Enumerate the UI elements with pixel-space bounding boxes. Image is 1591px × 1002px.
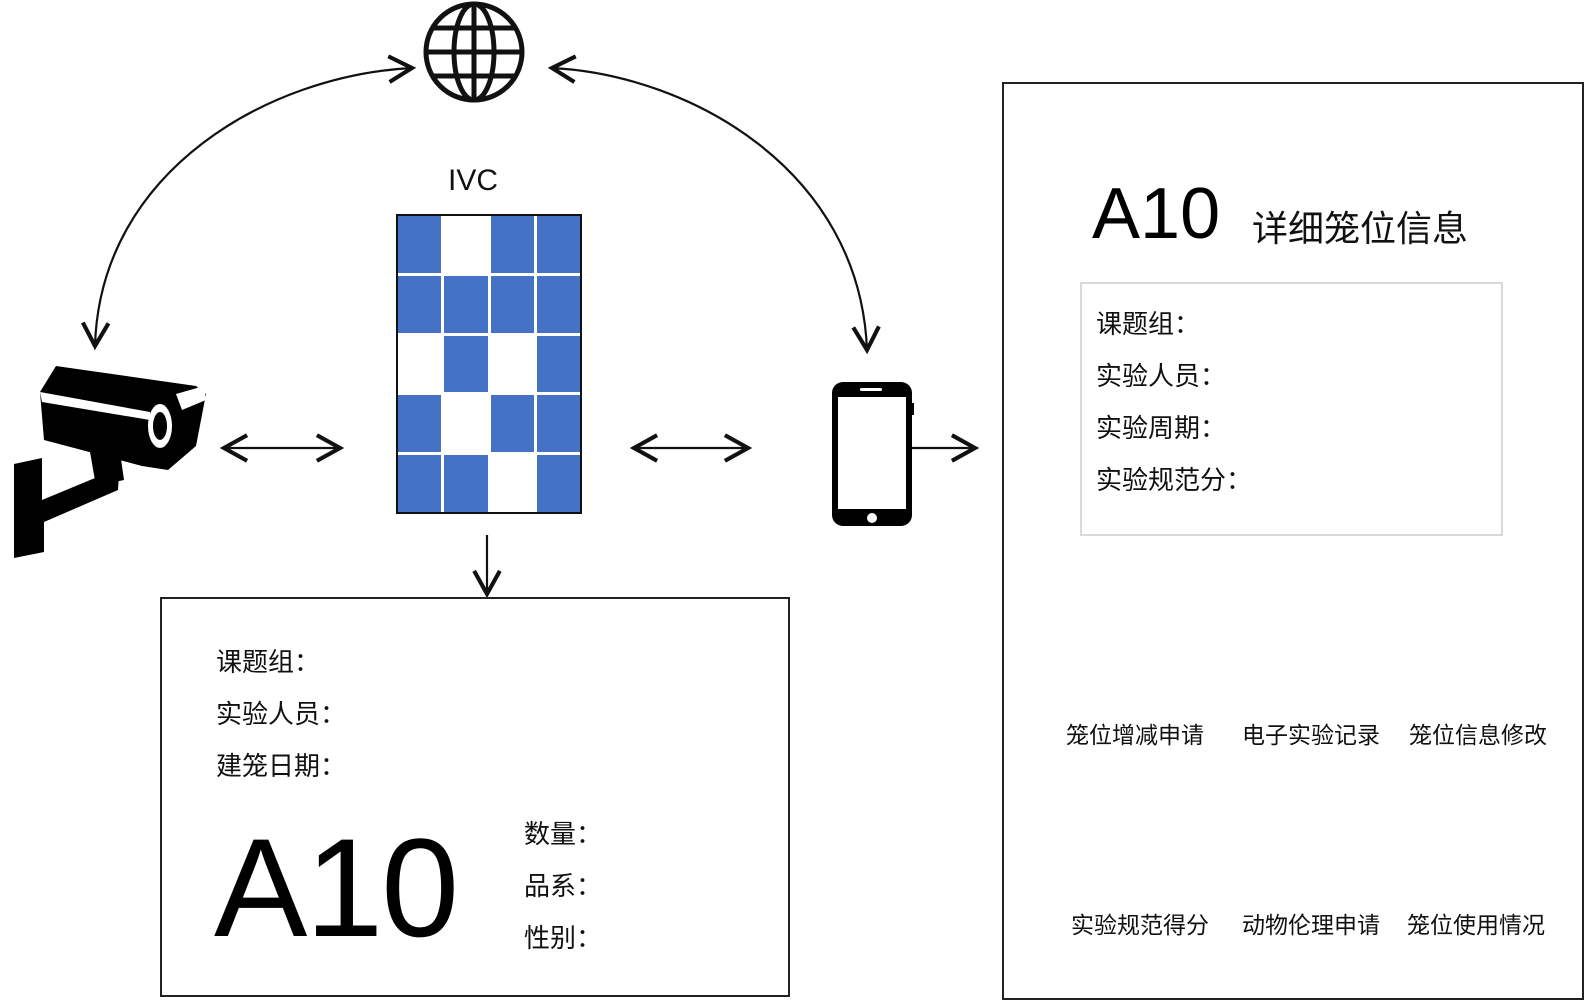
panel-field-score: 实验规范分： bbox=[1096, 466, 1253, 496]
ivc-cage-slot[interactable] bbox=[490, 455, 534, 512]
ivc-cage-slot[interactable] bbox=[444, 455, 488, 512]
card-field-date: 建笼日期： bbox=[216, 752, 347, 782]
ivc-cage-slot[interactable] bbox=[490, 216, 534, 273]
ivc-cage-slot[interactable] bbox=[398, 335, 442, 393]
action-cage-usage[interactable]: 笼位使用情况 bbox=[1407, 913, 1545, 939]
ivc-cage-slot[interactable] bbox=[444, 335, 488, 393]
ivc-cage-slot[interactable] bbox=[536, 395, 580, 453]
ivc-cage-slot[interactable] bbox=[444, 395, 488, 453]
ivc-cage-slot[interactable] bbox=[398, 216, 442, 273]
globe-icon bbox=[423, 1, 525, 103]
ivc-cage-slot[interactable] bbox=[536, 335, 580, 393]
card-field-researcher: 实验人员： bbox=[216, 700, 347, 730]
ivc-label: IVC bbox=[448, 164, 499, 197]
card-field-quantity: 数量： bbox=[524, 820, 603, 850]
ivc-cage-slot[interactable] bbox=[490, 395, 534, 453]
action-electronic-record[interactable]: 电子实验记录 bbox=[1242, 723, 1380, 749]
arc-phone-globe bbox=[547, 54, 881, 355]
ivc-cage-slot[interactable] bbox=[444, 216, 488, 273]
panel-field-period: 实验周期： bbox=[1096, 414, 1227, 444]
action-ethics-application[interactable]: 动物伦理申请 bbox=[1242, 913, 1380, 939]
panel-field-researcher: 实验人员： bbox=[1096, 362, 1227, 392]
security-camera-icon bbox=[14, 366, 206, 558]
panel-info-box bbox=[1080, 282, 1503, 536]
ivc-rack-grid bbox=[396, 214, 582, 514]
panel-cage-id: A10 bbox=[1092, 174, 1221, 254]
action-cage-info-edit[interactable]: 笼位信息修改 bbox=[1409, 723, 1547, 749]
card-cage-id: A10 bbox=[214, 809, 459, 966]
action-compliance-score[interactable]: 实验规范得分 bbox=[1071, 913, 1209, 939]
arc-camera-globe bbox=[81, 54, 417, 351]
panel-field-group: 课题组： bbox=[1096, 310, 1201, 340]
ivc-cage-slot[interactable] bbox=[490, 335, 534, 393]
ivc-cage-slot[interactable] bbox=[398, 395, 442, 453]
ivc-cage-slot[interactable] bbox=[536, 455, 580, 512]
action-cage-change-request[interactable]: 笼位增减申请 bbox=[1066, 723, 1204, 749]
ivc-cage-slot[interactable] bbox=[490, 275, 534, 333]
cage-label-card bbox=[160, 597, 790, 997]
card-field-sex: 性别： bbox=[524, 924, 603, 954]
panel-title: 详细笼位信息 bbox=[1252, 209, 1469, 250]
ivc-cage-slot[interactable] bbox=[536, 216, 580, 273]
ivc-cage-slot[interactable] bbox=[398, 275, 442, 333]
ivc-cage-slot[interactable] bbox=[536, 275, 580, 333]
ivc-cage-slot[interactable] bbox=[398, 455, 442, 512]
ivc-cage-slot[interactable] bbox=[444, 275, 488, 333]
card-field-strain: 品系： bbox=[524, 872, 603, 902]
card-field-group: 课题组： bbox=[216, 648, 321, 678]
smartphone-icon bbox=[832, 382, 914, 526]
detail-panel bbox=[1002, 82, 1584, 1000]
